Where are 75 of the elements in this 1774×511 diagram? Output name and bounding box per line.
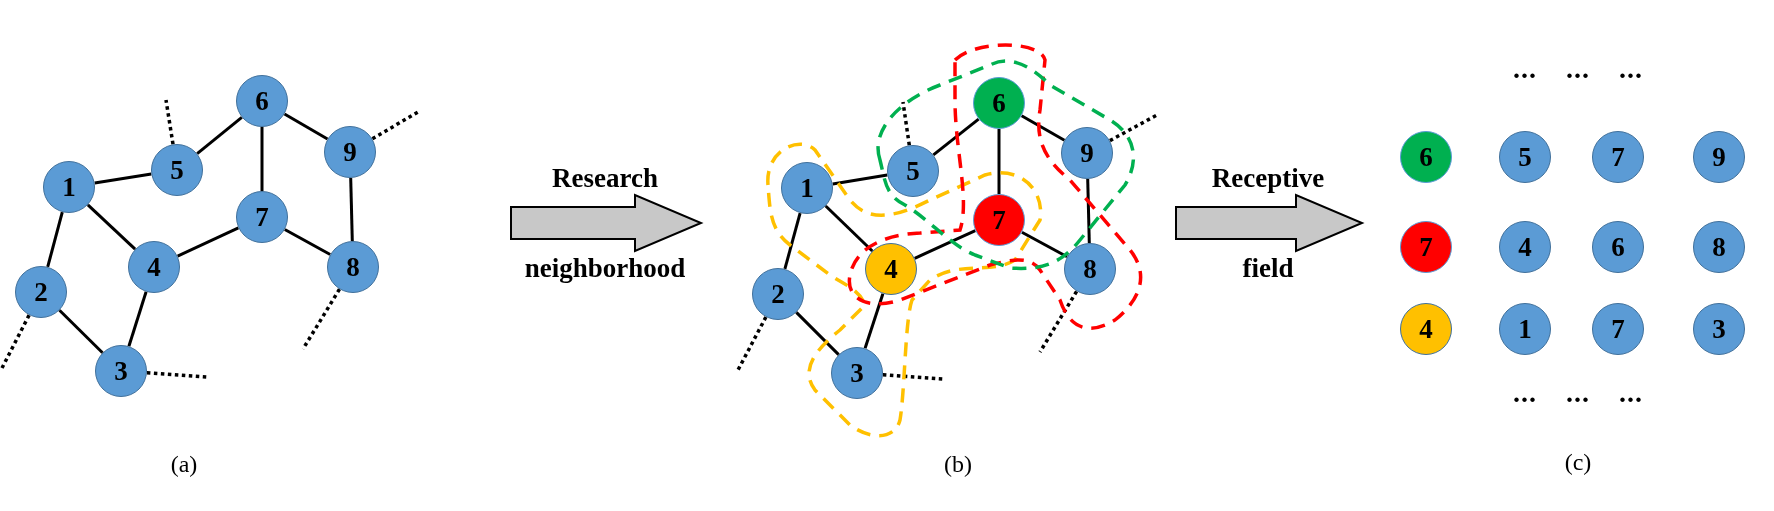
- panel-label: (a): [170, 452, 198, 476]
- edge-line: [1020, 114, 1066, 142]
- edge-line: [260, 127, 264, 191]
- dotted-edge: [164, 99, 175, 145]
- edge-line: [783, 212, 802, 270]
- graph-node: 1: [43, 161, 95, 213]
- graph-node: 5: [887, 145, 939, 197]
- graph-node: 9: [1693, 131, 1745, 183]
- graph-node: 4: [1400, 303, 1452, 355]
- edge-line: [94, 172, 152, 185]
- graph-node: 7: [1400, 221, 1452, 273]
- graph-node: 3: [95, 345, 147, 397]
- graph-node: 5: [1499, 131, 1551, 183]
- ellipsis: ...: [1566, 379, 1590, 407]
- graph-node: 6: [236, 75, 288, 127]
- graph-node: 6: [1400, 131, 1452, 183]
- graph-node: 8: [1064, 243, 1116, 295]
- graph-node: 6: [973, 77, 1025, 129]
- edge-line: [196, 116, 243, 155]
- panel-label: (c): [1564, 450, 1592, 474]
- graph-node: 7: [973, 194, 1025, 246]
- graph-node: 4: [865, 243, 917, 295]
- dotted-edge: [901, 101, 912, 146]
- edge-line: [997, 129, 1001, 194]
- edge-line: [863, 293, 885, 349]
- edge-line: [795, 311, 840, 356]
- dotted-edge: [146, 371, 208, 379]
- arrow-label: Research: [552, 163, 658, 193]
- arrow-label: neighborhood: [524, 253, 686, 283]
- ellipsis: ...: [1619, 55, 1643, 83]
- arrow-label: field: [1242, 253, 1294, 283]
- edge-line: [824, 204, 874, 253]
- edge-line: [46, 211, 64, 268]
- graph-node: 8: [1693, 221, 1745, 273]
- panel-label: (b): [944, 452, 972, 476]
- dotted-edge: [0, 314, 31, 369]
- graph-node: 3: [831, 347, 883, 399]
- graph-node: 2: [15, 266, 67, 318]
- edge-line: [914, 229, 976, 260]
- edge-line: [349, 177, 354, 242]
- edge-line: [127, 291, 148, 347]
- graph-node: 7: [1592, 303, 1644, 355]
- dotted-edge: [371, 110, 419, 141]
- ellipsis: ...: [1513, 55, 1537, 83]
- edge-line: [283, 112, 329, 141]
- graph-node: 8: [327, 241, 379, 293]
- ellipsis: ...: [1619, 379, 1643, 407]
- graph-node: 4: [128, 241, 180, 293]
- arrow-label: Receptive: [1211, 163, 1325, 193]
- edge-line: [832, 173, 888, 186]
- graph-node: 2: [752, 268, 804, 320]
- edge-line: [284, 228, 331, 256]
- edge-line: [1086, 178, 1091, 244]
- edge-line: [932, 117, 980, 157]
- graph-node: 5: [151, 144, 203, 196]
- graph-node: 3: [1693, 303, 1745, 355]
- dotted-edge: [1038, 290, 1079, 353]
- edge-line: [86, 203, 137, 251]
- graph-node: 6: [1592, 221, 1644, 273]
- graph-node: 7: [1592, 131, 1644, 183]
- graph-node: 7: [236, 191, 288, 243]
- ellipsis: ...: [1513, 379, 1537, 407]
- edge-line: [58, 309, 104, 354]
- graph-node: 9: [1061, 127, 1113, 179]
- ellipsis: ...: [1566, 55, 1590, 83]
- dotted-edge: [301, 288, 341, 350]
- dotted-edge: [882, 373, 944, 381]
- graph-node: 4: [1499, 221, 1551, 273]
- dotted-edge: [1109, 113, 1158, 143]
- edge-line: [1021, 231, 1068, 258]
- dotted-edge: [736, 316, 768, 371]
- graph-node: 1: [781, 162, 833, 214]
- edge-line: [176, 226, 240, 258]
- graph-node: 9: [324, 126, 376, 178]
- graph-node: 1: [1499, 303, 1551, 355]
